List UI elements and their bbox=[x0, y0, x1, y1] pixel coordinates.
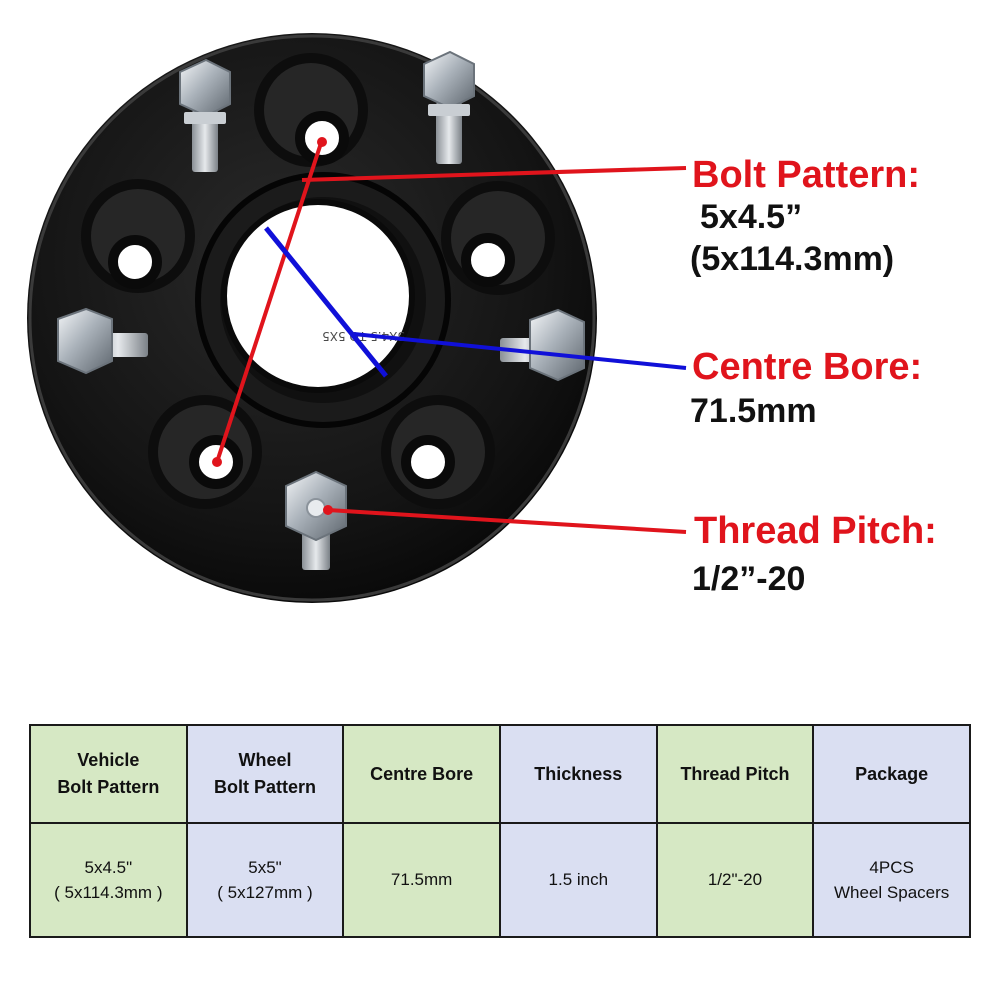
thread-pitch-title: Thread Pitch: bbox=[694, 510, 937, 552]
wheel-spacer: 5X4.5 TO 5X5 bbox=[27, 33, 597, 603]
stud-hole-right bbox=[441, 181, 555, 295]
cell-vehicle-bolt-pattern: 5x4.5"( 5x114.3mm ) bbox=[29, 822, 188, 938]
spec-table-values-row: 5x4.5"( 5x114.3mm ) 5x5"( 5x127mm ) 71.5… bbox=[29, 822, 971, 938]
lug-stud-left bbox=[57, 307, 148, 375]
lug-stud-right bbox=[500, 308, 585, 382]
cell-centre-bore: 71.5mm bbox=[342, 822, 501, 938]
bolt-pattern-value: 5x4.5” bbox=[700, 198, 803, 236]
cell-thickness: 1.5 inch bbox=[498, 822, 658, 938]
thread-pitch-leader-line bbox=[327, 508, 687, 534]
bolt-pattern-diameter-line bbox=[215, 139, 324, 463]
lug-stud-top-left bbox=[179, 58, 231, 172]
bolt-pattern-dot-top bbox=[317, 137, 327, 147]
lug-stud-top-right bbox=[423, 50, 475, 164]
centre-bore-value: 71.5mm bbox=[690, 392, 817, 430]
stud-holes bbox=[81, 53, 555, 509]
bolt-pattern-title: Bolt Pattern: bbox=[692, 154, 920, 196]
header-centre-bore: Centre Bore bbox=[342, 724, 501, 824]
header-thickness: Thickness bbox=[498, 724, 658, 824]
stud-hole-bottom-right bbox=[381, 395, 495, 509]
thread-pitch-value: 1/2”-20 bbox=[692, 560, 806, 598]
bolt-pattern-leader-line bbox=[301, 166, 687, 182]
product-figure: 5X4.5 TO 5X5 bbox=[27, 33, 687, 603]
bolt-pattern-dot-bottom bbox=[212, 457, 222, 467]
header-thread-pitch: Thread Pitch bbox=[655, 724, 815, 824]
centre-bore-leader-line bbox=[353, 332, 687, 370]
cell-wheel-bolt-pattern: 5x5"( 5x127mm ) bbox=[185, 822, 345, 938]
lug-stud-bottom bbox=[285, 470, 347, 570]
spacer-edge-highlight bbox=[28, 34, 596, 602]
centre-bore-title: Centre Bore: bbox=[692, 346, 923, 388]
thread-pitch-dot bbox=[323, 505, 333, 515]
callout-lines bbox=[212, 137, 687, 534]
lug-studs bbox=[57, 50, 585, 570]
stud-hole-bottom-left bbox=[148, 395, 262, 509]
bolt-pattern-value-metric: (5x114.3mm) bbox=[690, 240, 895, 278]
cell-thread-pitch: 1/2"-20 bbox=[655, 822, 815, 938]
centre-bore-diameter-line bbox=[264, 226, 388, 378]
stud-hole-left bbox=[81, 179, 195, 293]
header-package: Package bbox=[812, 724, 971, 824]
stud-hole-top bbox=[254, 53, 368, 167]
